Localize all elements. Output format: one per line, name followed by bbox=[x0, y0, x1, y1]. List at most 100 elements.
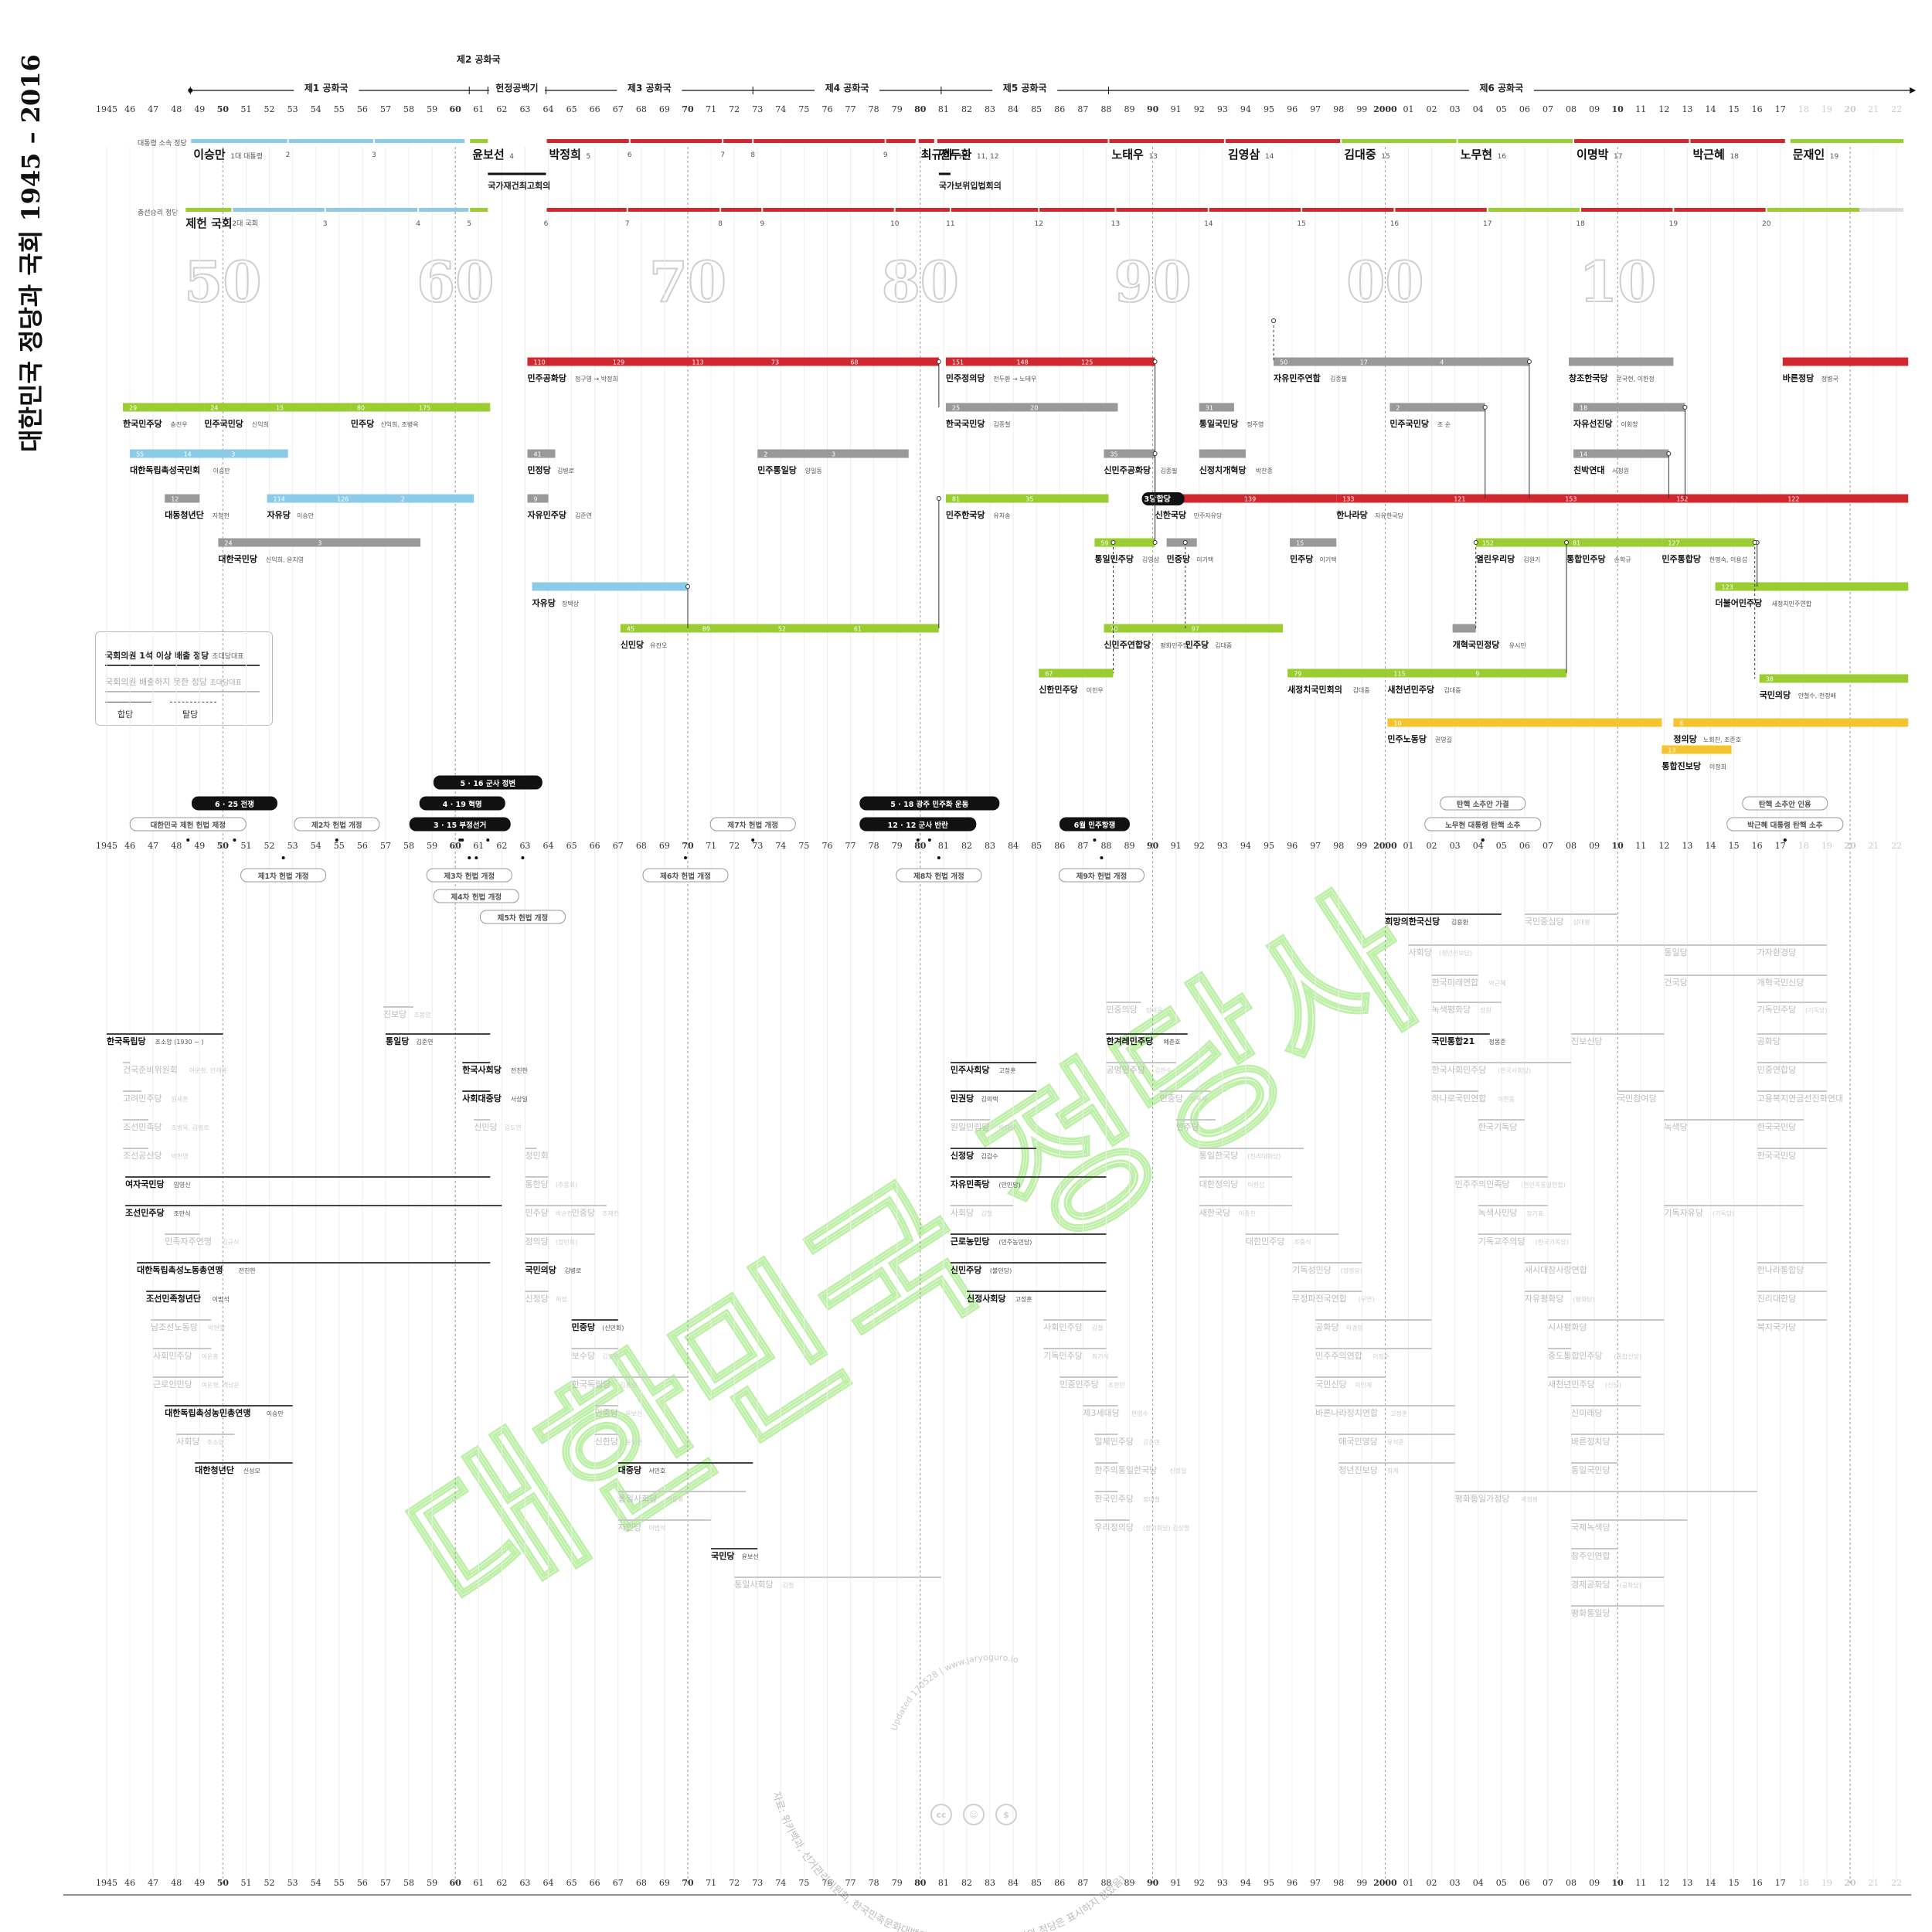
minor-party-group: 새천년민주당(신당) bbox=[1547, 1376, 1641, 1389]
party-leader: 손학규 bbox=[1614, 556, 1631, 563]
party-leader: 문국현, 이한정 bbox=[1617, 375, 1655, 383]
minor-party-name: 민주당 bbox=[1176, 1122, 1199, 1132]
minor-party-group: 기독자유당(기독당) bbox=[1664, 1205, 1804, 1218]
party-name: 한국민주당 bbox=[123, 418, 162, 429]
minor-party-leader: 고정훈 bbox=[1390, 1410, 1407, 1417]
year-tick-label: 62 bbox=[496, 841, 507, 851]
minor-party-name: 여자국민당 bbox=[125, 1179, 165, 1189]
minor-party-name: 진보신당 bbox=[1571, 1036, 1602, 1046]
party-leader: 김대중 bbox=[1444, 686, 1461, 694]
assembly-term-number: 2대 국회 bbox=[232, 219, 257, 228]
minor-party-name: 통일한국당 bbox=[1199, 1150, 1239, 1161]
legend-item-elected-label: 국회의원 1석 이상 배출 정당 bbox=[105, 651, 209, 661]
minor-party-name: 민중의당 bbox=[1106, 1005, 1137, 1015]
year-tick-label: 65 bbox=[566, 841, 577, 851]
year-tick-label: 90 bbox=[1147, 1878, 1159, 1888]
party-seat-count: 73 bbox=[771, 359, 779, 366]
minor-party-name: 사회민주당 bbox=[1043, 1322, 1083, 1332]
year-tick-label: 59 bbox=[427, 104, 437, 114]
minor-party-leader: 박근혜 bbox=[1489, 979, 1506, 987]
party-leader: 박찬종 bbox=[1256, 467, 1273, 474]
republic-axis-arrow bbox=[1910, 87, 1917, 94]
year-tick-label: 99 bbox=[1356, 841, 1367, 851]
minor-party-group: 통한당(추풍회) bbox=[525, 1176, 577, 1189]
year-tick-label: 10 bbox=[1612, 1878, 1624, 1888]
constitution-event-badge bbox=[426, 868, 512, 883]
minor-party-leader: 정대철 bbox=[1143, 1495, 1160, 1503]
year-tick-label: 99 bbox=[1356, 104, 1367, 114]
president-term-bar bbox=[917, 139, 934, 143]
year-tick-label: 78 bbox=[869, 104, 879, 114]
noncommercial-icon bbox=[995, 1804, 1017, 1825]
connector-node bbox=[1564, 540, 1570, 545]
historic-event-label: 박근혜 대통령 탄핵 소추 bbox=[1747, 821, 1823, 830]
party-name: 자유당 bbox=[267, 509, 291, 520]
party-bar bbox=[1573, 449, 1669, 458]
minor-party-name: 공화당 bbox=[1757, 1036, 1781, 1046]
republic-label-bg bbox=[992, 82, 1058, 94]
minor-party-leader: 김철 bbox=[981, 1209, 992, 1217]
party-bar bbox=[1662, 745, 1732, 754]
president-term: 10 bbox=[958, 153, 968, 161]
party-leader: 전두환 → 노태우 bbox=[993, 375, 1036, 383]
year-tick-label: 78 bbox=[869, 841, 879, 851]
year-tick-label: 16 bbox=[1752, 1878, 1763, 1888]
year-tick-label: 61 bbox=[473, 1878, 484, 1888]
year-tick-label: 19 bbox=[1821, 841, 1832, 851]
year-tick-label: 71 bbox=[706, 1878, 716, 1888]
year-tick-label: 77 bbox=[845, 104, 856, 114]
party-seat-count: 70 bbox=[1110, 626, 1117, 633]
year-tick-label: 18 bbox=[1798, 104, 1809, 114]
year-tick-label: 03 bbox=[1450, 841, 1461, 851]
party-seat-count: 80 bbox=[357, 405, 365, 412]
year-tick-label: 80 bbox=[914, 104, 927, 114]
year-tick-label: 93 bbox=[1217, 1878, 1228, 1888]
year-tick-label: 06 bbox=[1519, 841, 1530, 851]
year-tick-label: 88 bbox=[1100, 1878, 1111, 1888]
president-term-bar bbox=[936, 139, 1342, 143]
party-seat-count: 45 bbox=[627, 626, 634, 633]
party-merge-badge-label: 3당합당 bbox=[1144, 494, 1171, 504]
year-tick-label: 06 bbox=[1519, 1878, 1530, 1888]
assembly-term-number: 19 bbox=[1669, 220, 1679, 228]
assembly-term-number: 15 bbox=[1297, 220, 1305, 228]
legend-line-elected bbox=[105, 665, 260, 666]
year-tick-label: 08 bbox=[1566, 104, 1577, 114]
minor-party-leader: (추풍회) bbox=[556, 1182, 577, 1189]
year-tick-label: 14 bbox=[1706, 104, 1716, 114]
year-tick-label: 53 bbox=[287, 841, 298, 851]
minor-party-leader: 박순천 bbox=[556, 1209, 573, 1217]
party-leader: 이정희 bbox=[1709, 763, 1726, 770]
assembly-term-number: 17 bbox=[1483, 220, 1492, 228]
minor-party-group: 국제녹색당 bbox=[1571, 1519, 1688, 1532]
party-seat-count: 61 bbox=[854, 626, 862, 633]
year-tick-label: 21 bbox=[1868, 1878, 1879, 1888]
historic-event-label: 대한민국 제헌 헌법 제정 bbox=[151, 821, 226, 830]
minor-party-leader: (한민족통일연합) bbox=[1521, 1181, 1566, 1189]
historic-event-badge bbox=[1424, 817, 1542, 832]
minor-party-leader: 김도연 bbox=[602, 1352, 619, 1360]
minor-party-name: 참주인연합 bbox=[1571, 1551, 1611, 1561]
constitution-event-badge bbox=[479, 910, 566, 924]
president-name: 전두환 bbox=[940, 148, 972, 162]
minor-party-leader: 서민호 bbox=[648, 1467, 665, 1475]
year-tick-label: 53 bbox=[287, 1878, 298, 1888]
year-tick-label: 95 bbox=[1264, 104, 1274, 114]
year-tick-label: 47 bbox=[148, 1878, 158, 1888]
minor-party-leader: 이동화 bbox=[666, 1495, 684, 1503]
year-tick-label: 17 bbox=[1775, 841, 1786, 851]
